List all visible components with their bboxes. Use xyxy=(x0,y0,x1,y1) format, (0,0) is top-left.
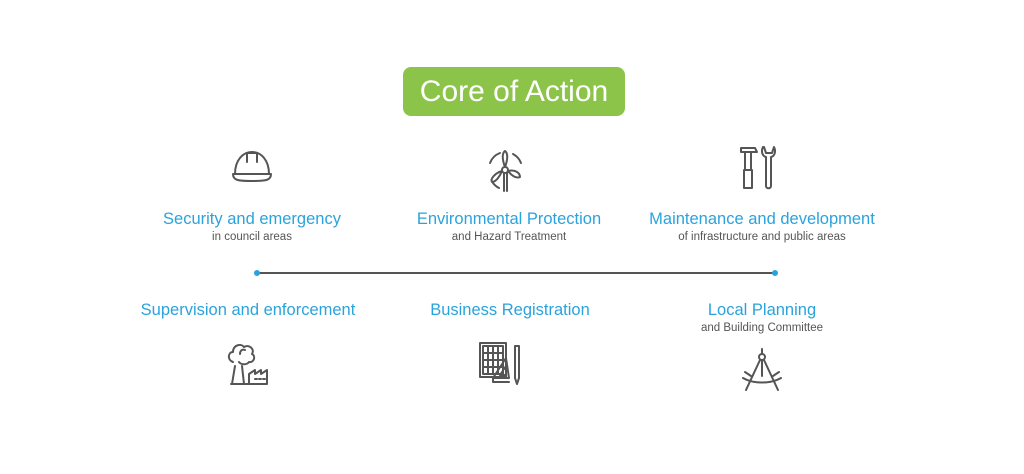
divider-dot-left xyxy=(254,270,260,276)
item-subtitle: and Hazard Treatment xyxy=(451,231,567,243)
item-subtitle: in council areas xyxy=(212,231,292,243)
tools-icon xyxy=(735,142,785,192)
action-item-environment: Environmental Protection and Hazard Trea… xyxy=(369,209,649,245)
action-item-business: Business Registration xyxy=(370,300,650,320)
item-title: Local Planning xyxy=(707,301,817,319)
action-item-maintenance: Maintenance and development of infrastru… xyxy=(622,209,902,245)
item-title: Environmental Protection xyxy=(416,210,602,228)
item-title: Security and emergency xyxy=(163,210,341,228)
action-item-supervision: Supervision and enforcement xyxy=(108,300,388,320)
divider-dot-right xyxy=(772,270,778,276)
item-title: Supervision and enforcement xyxy=(140,301,356,319)
factory-smoke-icon xyxy=(223,338,273,388)
item-title: Business Registration xyxy=(430,301,590,319)
action-item-planning: Local Planning and Building Committee xyxy=(622,300,902,336)
item-title: Maintenance and development xyxy=(649,210,875,228)
action-item-security: Security and emergency in council areas xyxy=(112,209,392,245)
compass-icon xyxy=(737,346,787,396)
calculator-ruler-icon xyxy=(475,338,525,388)
helmet-icon xyxy=(227,140,277,190)
item-subtitle: of infrastructure and public areas xyxy=(678,231,846,243)
item-subtitle: and Building Committee xyxy=(700,322,824,334)
divider-line xyxy=(257,272,775,274)
wind-turbine-icon xyxy=(480,145,530,195)
page-title: Core of Action xyxy=(403,67,625,116)
